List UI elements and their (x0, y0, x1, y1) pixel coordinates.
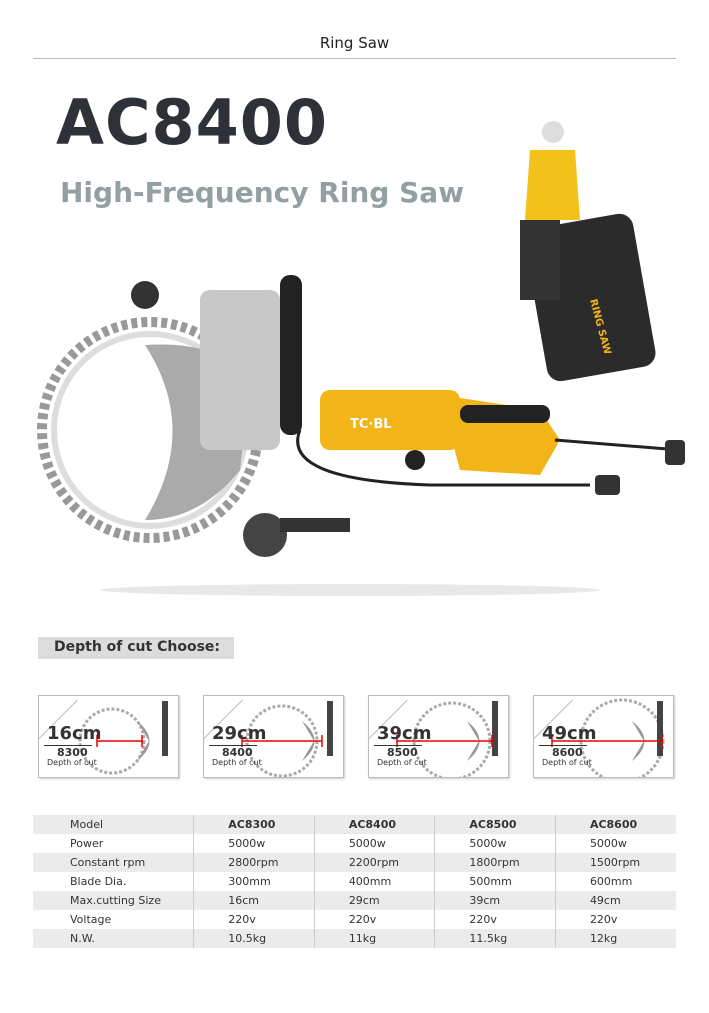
cell: 600mm (554, 872, 676, 891)
blade-diagram (78, 701, 168, 775)
row-label: Model (33, 815, 194, 834)
cell: AC8600 (554, 815, 676, 834)
row-label: Voltage (70, 913, 112, 926)
model-number: 8600 (552, 746, 583, 759)
cell: AC8500 (434, 815, 556, 834)
page-header: Ring Saw (319, 34, 390, 52)
cell: 220v (434, 910, 556, 929)
cell: 220v (554, 910, 676, 929)
header-divider (33, 58, 676, 59)
cell: 1800rpm (434, 853, 556, 872)
cell: 16cm (193, 891, 315, 910)
blade-diagram (241, 701, 333, 777)
model-number: 8400 (222, 746, 253, 759)
cell: 5000w (434, 834, 556, 853)
product-subtitle: High-Frequency Ring Saw (60, 176, 465, 209)
product-illustration: TC·BL RING SAW (37, 121, 685, 596)
cell: 220v (193, 910, 315, 929)
row-label: Constant rpm (33, 853, 194, 872)
cell: 400mm (313, 872, 435, 891)
cell: 220v (313, 910, 435, 929)
cell: AC8400 (313, 815, 435, 834)
depth-value: 16cm (47, 723, 102, 744)
cell: 5000w (554, 834, 676, 853)
row-label: Power (70, 837, 104, 850)
cell: 2200rpm (313, 853, 435, 872)
divider (44, 745, 92, 746)
depth-option-8400[interactable]: 29cm 8400 Depth of cut (203, 695, 344, 778)
cell: 12kg (554, 929, 676, 948)
depth-label: Depth of cut (212, 758, 262, 767)
depth-option-8300[interactable]: 16cm 8300 Depth of cut (38, 695, 179, 778)
brand-logo: TC·BL (350, 417, 392, 432)
row-label: N.W. (33, 929, 194, 948)
depth-label: Depth of cut (377, 758, 427, 767)
cell: 1500rpm (554, 853, 676, 872)
cell: 11.5kg (434, 929, 556, 948)
row-label: Blade Dia. (70, 875, 127, 888)
depth-option-8600[interactable]: 49cm 8600 Depth of cut (533, 695, 674, 778)
cell: 5000w (313, 834, 435, 853)
cell: 11kg (313, 929, 435, 948)
model-number: 8500 (387, 746, 418, 759)
depth-label: Depth of cut (542, 758, 592, 767)
cell: 29cm (313, 891, 435, 910)
cell: 10.5kg (193, 929, 315, 948)
cell: 300mm (193, 872, 315, 891)
depth-section-title: Depth of cut Choose: (38, 637, 234, 659)
divider (374, 745, 422, 746)
depth-option-8500[interactable]: 39cm 8500 Depth of cut (368, 695, 509, 778)
cell: 2800rpm (193, 853, 315, 872)
depth-value: 29cm (212, 723, 267, 744)
model-title: AC8400 (56, 86, 329, 159)
model-number: 8300 (57, 746, 88, 759)
divider (539, 745, 587, 746)
depth-value: 39cm (377, 723, 432, 744)
row-label: Max.cutting Size (33, 891, 194, 910)
depth-value: 49cm (542, 723, 597, 744)
cell: 5000w (193, 834, 315, 853)
cell: 500mm (434, 872, 556, 891)
cell: 49cm (554, 891, 676, 910)
cell: AC8300 (193, 815, 315, 834)
depth-label: Depth of cut (47, 758, 97, 767)
blade-diagram (551, 698, 665, 777)
divider (209, 745, 257, 746)
cell: 39cm (434, 891, 556, 910)
